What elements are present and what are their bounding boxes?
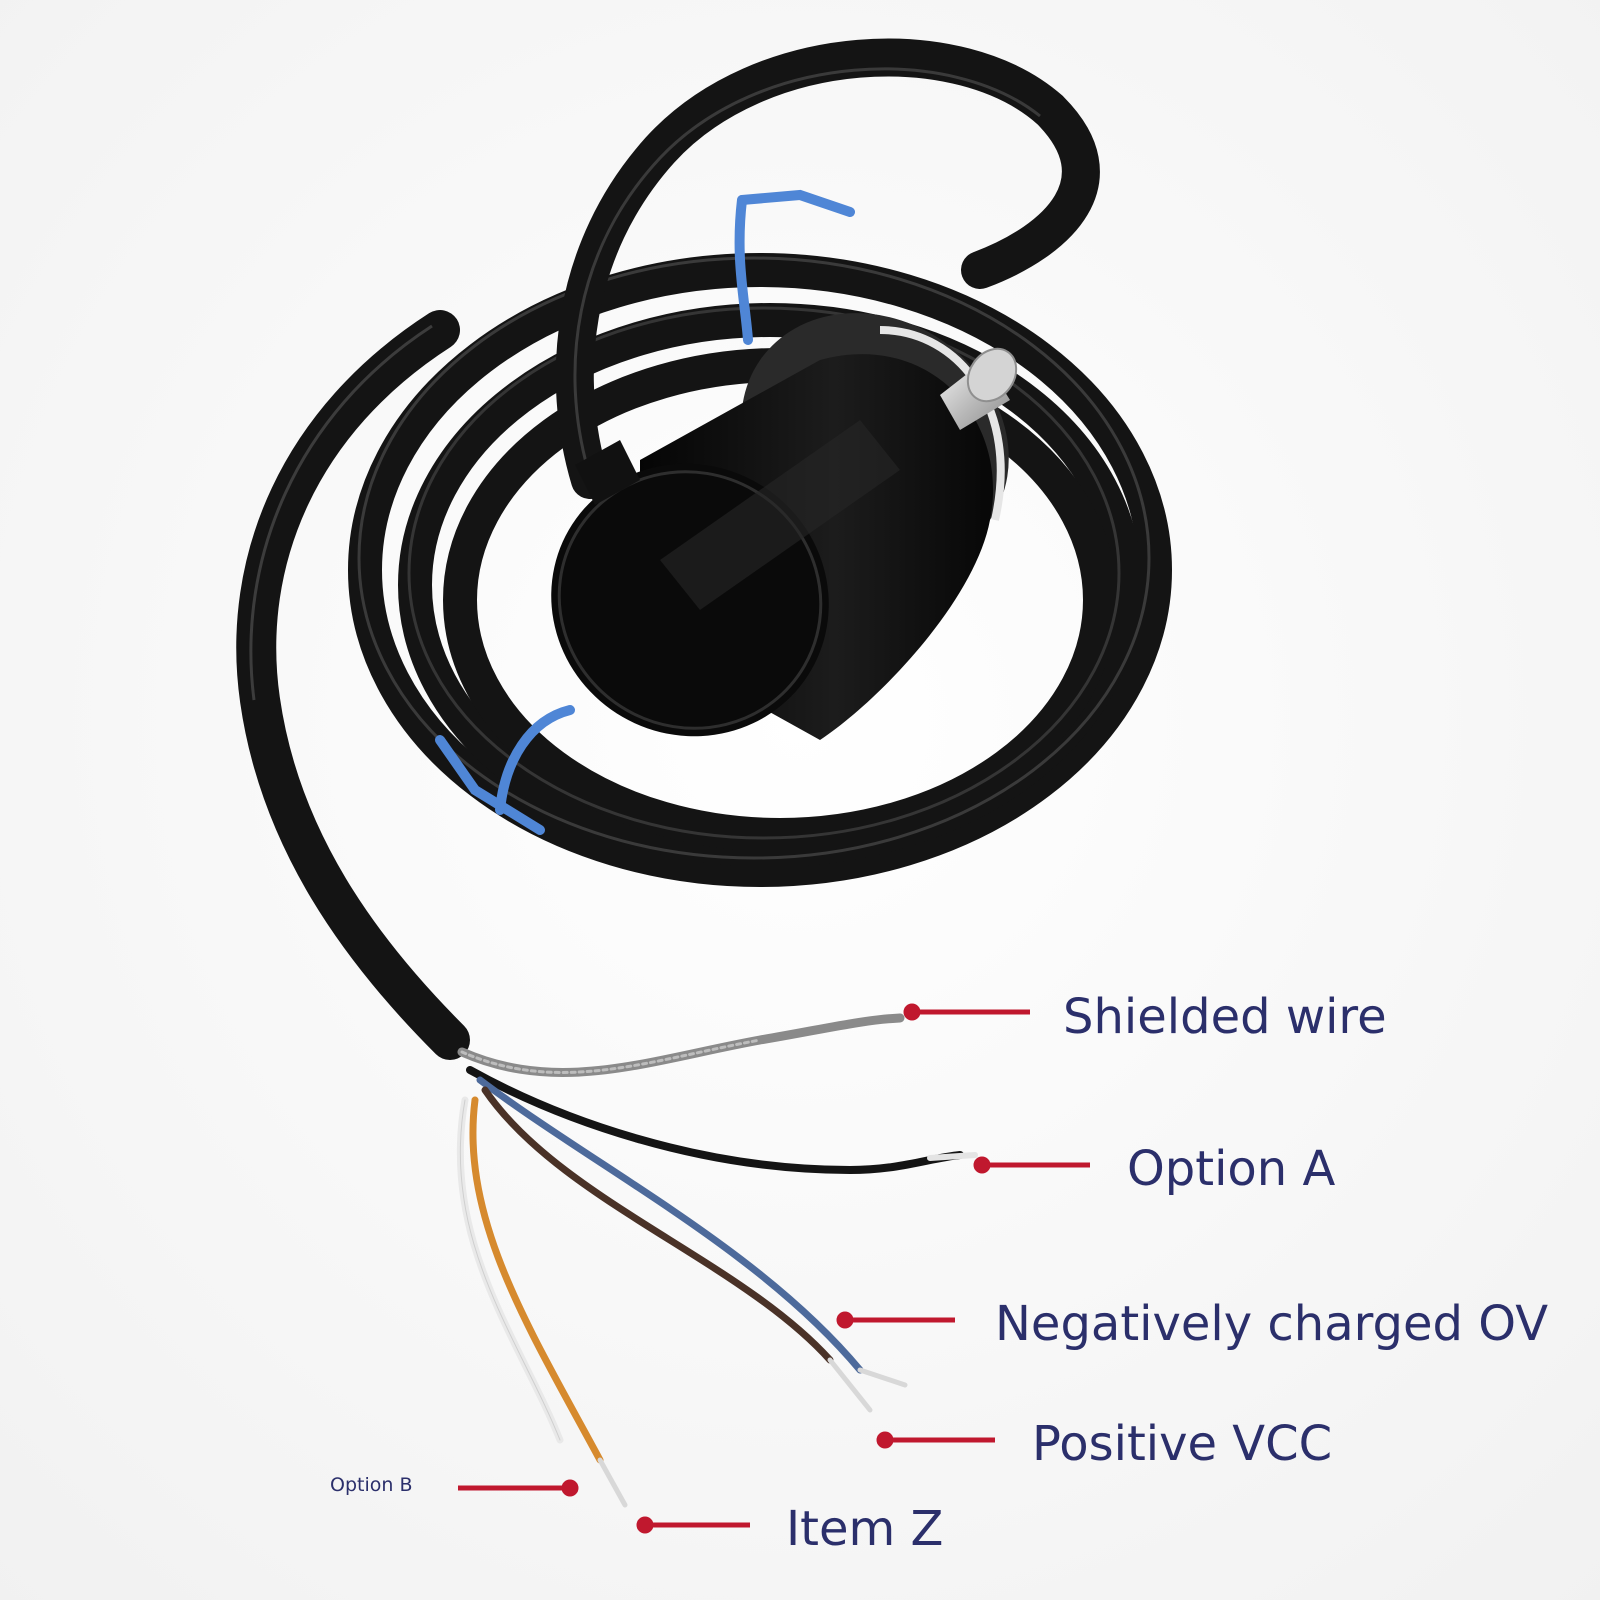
blue-wire — [476, 1076, 864, 1374]
label-option-a: Option A — [1127, 1141, 1336, 1197]
label-shielded-wire: Shielded wire — [1063, 989, 1387, 1045]
cable-tie-bottom — [435, 705, 575, 835]
label-negative-ov: Negatively charged OV — [995, 1296, 1549, 1352]
black-wire — [466, 1066, 964, 1175]
orange-wire — [469, 1096, 604, 1464]
brown-wire — [481, 1086, 834, 1364]
cable-tie-top — [734, 189, 855, 345]
label-positive-vcc: Positive VCC — [1032, 1416, 1333, 1472]
label-item-z: Item Z — [786, 1501, 944, 1557]
cable-coil — [348, 253, 1172, 887]
exposed-wires — [456, 1013, 978, 1508]
encoder-body — [551, 313, 1018, 740]
label-option-b: Option B — [330, 1474, 413, 1496]
encoder-shaft — [940, 347, 1018, 430]
leader-lines — [458, 1003, 1090, 1534]
cable-tail — [236, 310, 470, 1060]
